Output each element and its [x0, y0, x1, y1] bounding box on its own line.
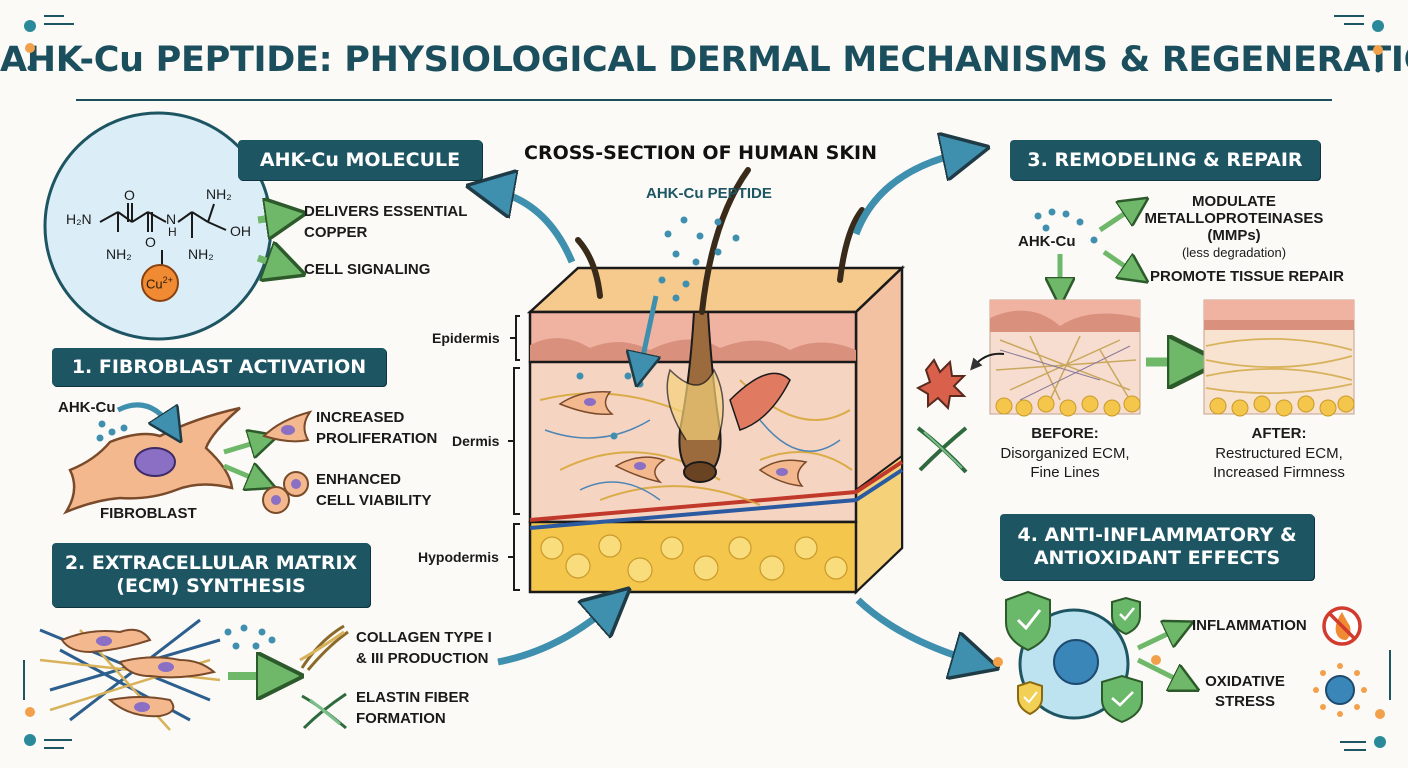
corner-ornament-top-left [24, 15, 74, 71]
copper-ion-icon [141, 264, 179, 302]
elastin-cross-icon [916, 426, 968, 474]
elastin-fiber-icon [301, 692, 347, 730]
dividing-cell-icon [262, 471, 309, 514]
ecm-network-icon [39, 618, 221, 731]
oxidative-line2: STRESS [1214, 693, 1275, 710]
chem-label-nh2-c: NH₂ [188, 246, 214, 262]
shield-check-icon [1005, 590, 1143, 724]
page-title: AHK-Cu PEPTIDE: PHYSIOLOGICAL DERMAL MEC… [0, 40, 1408, 80]
fibroblast-ahk-label: AHK-Cu [58, 399, 116, 416]
ecm-banner-line1: 2. EXTRACELLULAR MATRIX [64, 552, 358, 575]
ecm-out2-line2: FORMATION [356, 710, 446, 727]
fibroblast-out2-line1: ENHANCED [316, 471, 402, 488]
after-title: AFTER: [1251, 425, 1307, 442]
skin-peptide-label: AHK-Cu PEPTIDE [646, 185, 772, 202]
molecule-banner: AHK-Cu MOLECULE [238, 140, 482, 180]
anti-banner-line1: 4. ANTI-INFLAMMATORY & [1017, 524, 1297, 547]
hair-icon [575, 167, 865, 315]
anti-banner: 4. ANTI-INFLAMMATORY & ANTIOXIDANT EFFEC… [1000, 514, 1314, 580]
corner-ornament-bottom-left [23, 660, 72, 749]
corner-ornament-bottom-right [1340, 650, 1391, 751]
inflammation-label: INFLAMMATION [1192, 617, 1307, 634]
promote-repair-label: PROMOTE TISSUE REPAIR [1150, 268, 1344, 285]
title-divider [76, 99, 1332, 101]
ecm-out1-line1: COLLAGEN TYPE I [356, 629, 492, 646]
fibroblast-out1-line2: PROLIFERATION [316, 430, 438, 447]
chem-label-h: H [168, 225, 177, 239]
chem-label-h2n: H₂N [66, 211, 92, 227]
fibroblast-cell-label: FIBROBLAST [100, 505, 197, 522]
oxidative-line1: OXIDATIVE [1205, 673, 1285, 690]
damaged-cell-icon [915, 358, 967, 411]
fibroblast-cell-icon [62, 406, 241, 515]
mmp-line2: METALLOPROTEINASES [1144, 210, 1324, 227]
fibroblast-banner: 1. FIBROBLAST ACTIVATION [52, 348, 386, 386]
anti-banner-line2: ANTIOXIDANT EFFECTS [1033, 547, 1281, 569]
chem-label-nh2-a: NH₂ [106, 246, 132, 262]
ecm-out2-line1: ELASTIN FIBER [356, 689, 470, 706]
chem-label-oh: OH [230, 223, 251, 239]
fibroblast-out2-line2: CELL VIABILITY [316, 492, 432, 509]
small-fibroblast-icon [262, 410, 313, 443]
corner-ornament-top-right [1334, 15, 1384, 73]
no-fire-icon [1322, 606, 1362, 646]
chem-label-o2: O [145, 234, 156, 250]
chem-label-nh2-b: NH₂ [206, 186, 232, 202]
layer-label-dermis: Dermis [452, 433, 500, 449]
before-desc-line2: Fine Lines [1030, 464, 1100, 481]
collagen-fiber-icon [299, 624, 349, 671]
remodeling-ahk-label: AHK-Cu [1018, 233, 1076, 250]
molecule-effect-signaling: CELL SIGNALING [304, 261, 431, 278]
mmp-note: (less degradation) [1181, 245, 1287, 260]
after-ecm-image [1203, 299, 1355, 417]
after-desc-line1: Restructured ECM, [1215, 445, 1343, 462]
before-title: BEFORE: [1031, 425, 1099, 442]
skin-cross-section [526, 265, 906, 595]
before-desc-line1: Disorganized ECM, [1000, 445, 1130, 462]
skin-title: CROSS-SECTION OF HUMAN SKIN [524, 142, 878, 164]
ecm-out1-line2: & III PRODUCTION [356, 650, 489, 667]
ecm-banner: 2. EXTRACELLULAR MATRIX (ECM) SYNTHESIS [52, 543, 370, 607]
remodeling-banner: 3. REMODELING & REPAIR [1010, 140, 1320, 180]
ecm-banner-line2: (ECM) SYNTHESIS [116, 575, 306, 597]
free-radical-icon [1313, 663, 1367, 717]
fibroblast-out1-line1: INCREASED [316, 409, 405, 426]
layer-label-hypodermis: Hypodermis [418, 549, 499, 565]
copper-symbol: Cu2+ [146, 275, 173, 292]
mmp-line1: MODULATE [1192, 193, 1276, 210]
layer-label-epidermis: Epidermis [432, 330, 500, 346]
molecule-effect-copper-line1: DELIVERS ESSENTIAL [304, 203, 468, 220]
molecule-effect-copper-line2: COPPER [304, 224, 368, 241]
after-desc-line2: Increased Firmness [1213, 464, 1345, 481]
chem-label-n: N [166, 211, 177, 227]
before-ecm-image [989, 299, 1141, 417]
chem-label-o1: O [124, 187, 135, 203]
mmp-line3: (MMPs) [1207, 227, 1261, 244]
